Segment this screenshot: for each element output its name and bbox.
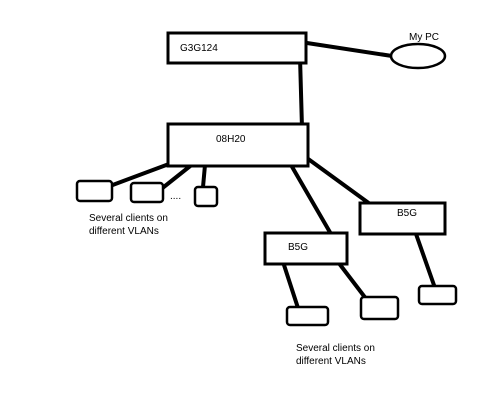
client-device: [129, 181, 165, 204]
access-switch-left-label: B5G: [288, 242, 308, 253]
bottom-client-group: Several clients on different VLANs: [285, 284, 458, 367]
my-pc: My PC: [389, 32, 447, 70]
distribution-switch-label: 08H20: [216, 134, 246, 145]
client-device: [193, 185, 219, 208]
my-pc-ellipse: [389, 42, 447, 70]
client-device: [359, 295, 400, 321]
bottom-clients-note-line2: different VLANs: [296, 356, 366, 367]
core-switch: G3G124: [166, 31, 308, 65]
left-clients-note-line2: different VLANs: [89, 226, 159, 237]
distribution-switch-box: [166, 122, 310, 168]
client-device: [417, 284, 458, 306]
client-device: [75, 179, 114, 203]
my-pc-label: My PC: [409, 32, 439, 43]
client-device: [285, 305, 330, 327]
link-distribution-to-access-left: [289, 163, 333, 236]
link-distribution-to-client-3: [201, 163, 207, 189]
bottom-clients-note-line1: Several clients on: [296, 343, 375, 354]
link-core-to-distribution: [298, 55, 304, 130]
link-access-left-to-client-b: [336, 260, 369, 302]
link-core-to-mypc: [305, 41, 394, 58]
core-switch-box: [166, 31, 308, 65]
left-clients-note-line1: Several clients on: [89, 213, 168, 224]
link-distribution-to-client-1: [108, 159, 179, 188]
connections: [108, 41, 437, 310]
link-access-left-to-client-a: [282, 263, 300, 310]
ellipsis-label: ....: [170, 191, 181, 202]
access-switch-right-box: [358, 201, 447, 236]
left-client-group: .... Several clients on different VLANs: [75, 179, 219, 237]
access-switch-right: B5G: [358, 201, 447, 236]
access-switch-right-label: B5G: [397, 208, 417, 219]
distribution-switch: 08H20: [166, 122, 310, 168]
link-access-right-to-client-c: [414, 232, 437, 290]
access-switch-left-box: [263, 231, 349, 266]
access-switch-left: B5G: [263, 231, 349, 266]
core-switch-label: G3G124: [180, 43, 218, 54]
